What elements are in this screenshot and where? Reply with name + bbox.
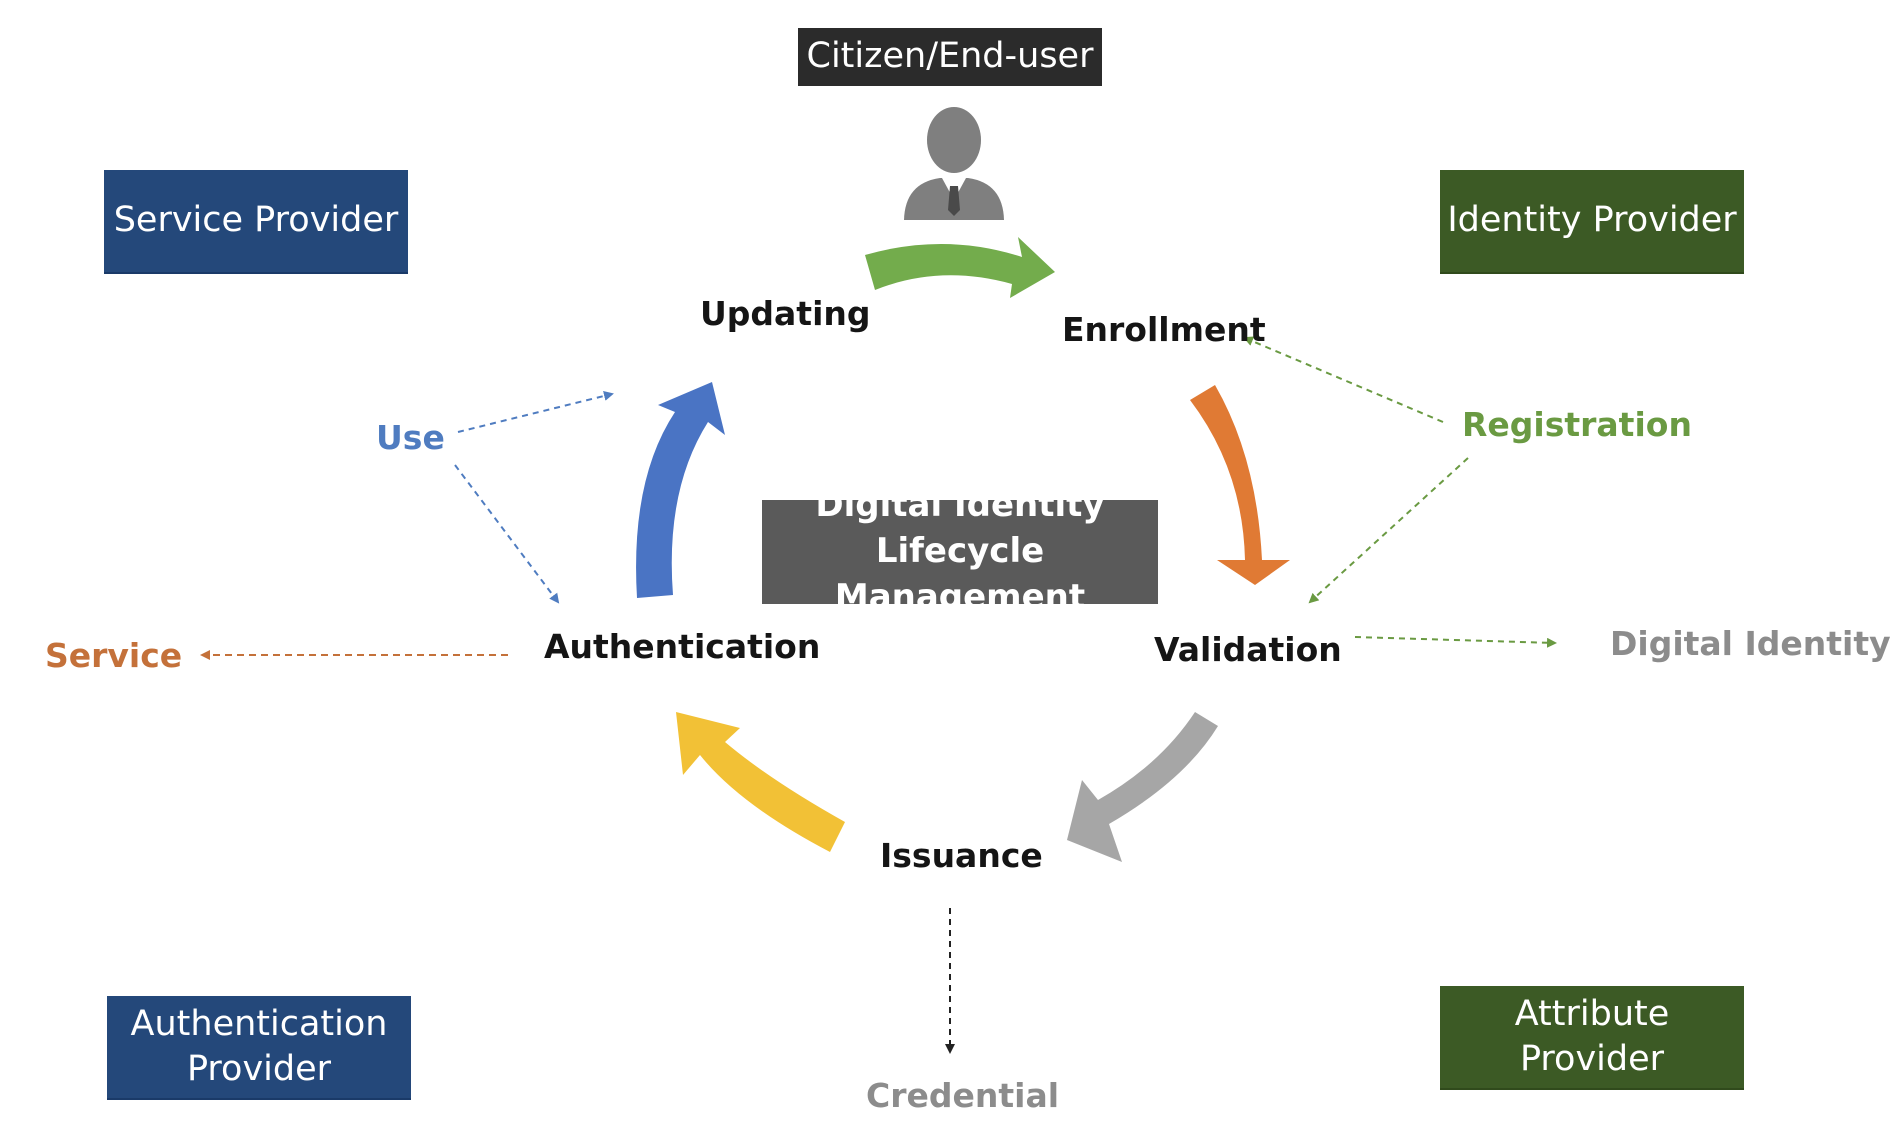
attribute-provider-box: Attribute Provider bbox=[1440, 986, 1744, 1090]
center-title-line-1: Digital Identity bbox=[815, 485, 1105, 526]
stage-validation: Validation bbox=[1154, 630, 1342, 669]
authentication-provider-box: Authentication Provider bbox=[107, 996, 411, 1100]
citizen-end-user-box: Citizen/End-user bbox=[798, 28, 1102, 86]
registration-to-validation-dashed-arrow bbox=[1308, 457, 1469, 604]
lifecycle-management-box: Digital Identity Lifecycle Management bbox=[762, 485, 1158, 617]
blue-cycle-arrow bbox=[636, 382, 725, 598]
center-title-line-2: Lifecycle Management bbox=[834, 531, 1086, 617]
identity-provider-box: Identity Provider bbox=[1440, 170, 1744, 274]
service-provider-box: Service Provider bbox=[104, 170, 408, 274]
orange-cycle-arrow bbox=[1190, 385, 1290, 585]
registration-to-enrollment-dashed-arrow bbox=[1243, 336, 1444, 423]
label-digital-identity: Digital Identity bbox=[1610, 624, 1891, 663]
use-to-authentication-dashed-arrow bbox=[454, 464, 560, 604]
validation-to-digital-identity-dashed-arrow bbox=[1354, 636, 1557, 648]
stage-issuance: Issuance bbox=[880, 836, 1043, 875]
yellow-cycle-arrow bbox=[676, 712, 845, 852]
person-icon bbox=[904, 107, 1004, 220]
label-registration: Registration bbox=[1462, 405, 1692, 444]
stage-updating: Updating bbox=[700, 294, 871, 333]
label-credential: Credential bbox=[866, 1076, 1060, 1115]
stage-authentication: Authentication bbox=[544, 627, 821, 666]
gray-cycle-arrow bbox=[1067, 712, 1218, 862]
label-service: Service bbox=[45, 636, 183, 675]
green-cycle-arrow bbox=[865, 237, 1055, 298]
use-to-updating-dashed-arrow bbox=[457, 391, 614, 433]
stage-enrollment: Enrollment bbox=[1062, 310, 1266, 349]
label-use: Use bbox=[376, 418, 445, 457]
